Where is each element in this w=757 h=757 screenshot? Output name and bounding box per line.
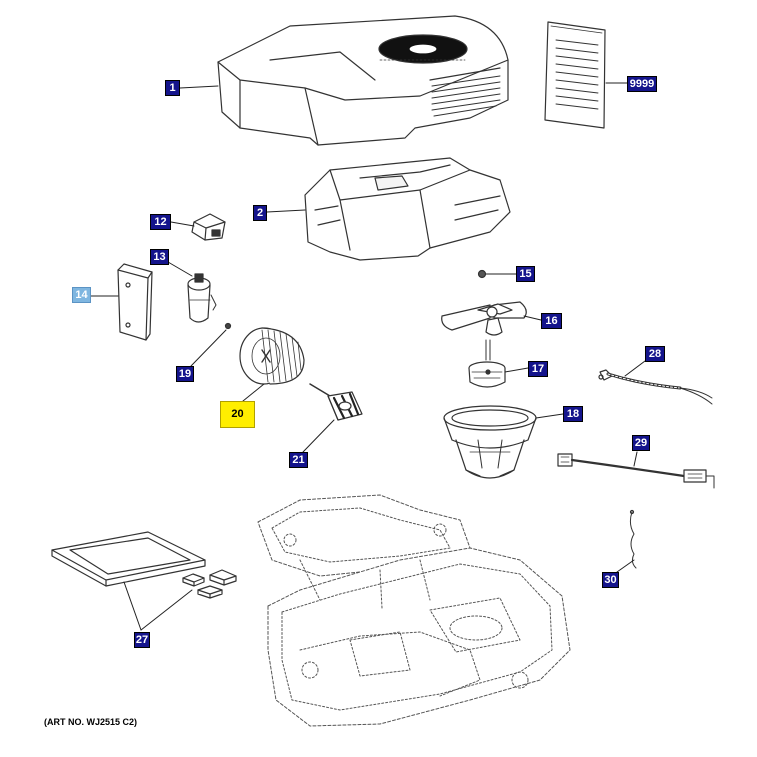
part-fan-blade[interactable] [441, 301, 527, 336]
part-fan-shroud[interactable] [443, 405, 537, 479]
callout-1[interactable]: 1 [165, 80, 180, 96]
part-relay[interactable] [191, 213, 226, 241]
part-screw[interactable] [224, 322, 232, 330]
part-blower-wheel[interactable] [239, 327, 305, 385]
art-number-caption: (ART NO. WJ2515 C2) [44, 717, 138, 727]
callout-9999[interactable]: 9999 [627, 76, 657, 92]
callout-18[interactable]: 18 [563, 406, 583, 422]
callout-28[interactable]: 28 [645, 346, 665, 362]
part-manual[interactable] [544, 21, 606, 129]
callout-20-highlighted[interactable]: 20 [220, 401, 255, 428]
callout-17[interactable]: 17 [528, 361, 548, 377]
leader-lines [90, 82, 646, 631]
part-base-pan [257, 494, 571, 727]
callout-14[interactable]: 14 [72, 287, 91, 303]
callout-2[interactable]: 2 [253, 205, 267, 221]
part-blower-motor[interactable] [309, 383, 363, 421]
part-motor[interactable] [468, 339, 506, 388]
callout-29[interactable]: 29 [632, 435, 650, 451]
part-nut[interactable] [477, 269, 487, 279]
part-shroud[interactable] [217, 15, 509, 146]
callout-27[interactable]: 27 [134, 632, 150, 648]
part-control-bracket[interactable] [117, 263, 153, 341]
callout-16[interactable]: 16 [541, 313, 562, 329]
part-ground-wire[interactable] [629, 509, 637, 569]
callout-21[interactable]: 21 [289, 452, 308, 468]
part-capacitor[interactable] [187, 273, 217, 323]
part-housing[interactable] [304, 157, 511, 261]
part-filter-frame[interactable] [51, 531, 237, 599]
part-harness-coil[interactable] [598, 369, 713, 405]
callout-30[interactable]: 30 [602, 572, 619, 588]
callout-13[interactable]: 13 [150, 249, 169, 265]
callout-19[interactable]: 19 [176, 366, 194, 382]
callout-15[interactable]: 15 [516, 266, 535, 282]
part-wire-harness[interactable] [557, 453, 715, 489]
callout-12[interactable]: 12 [150, 214, 171, 230]
